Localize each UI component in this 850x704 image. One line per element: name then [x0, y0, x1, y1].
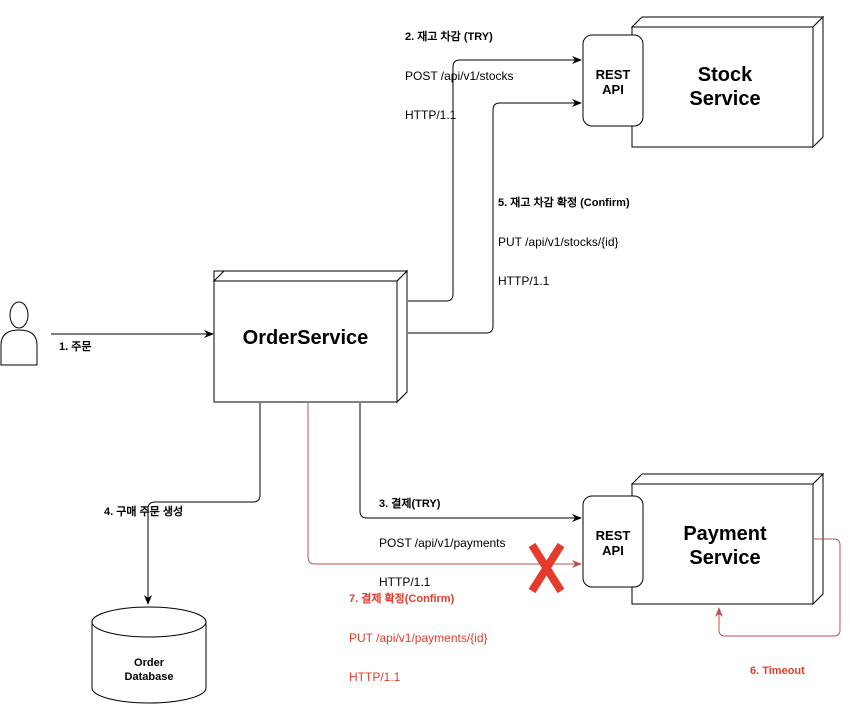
payment-service-box	[630, 472, 825, 606]
create-order-arrow	[144, 403, 261, 605]
order-database-cylinder	[91, 606, 207, 704]
payment-confirm-line1: 7. 결제 확정(Confirm)	[349, 593, 455, 605]
stock-confirm-arrow	[408, 99, 582, 334]
payment-service-title-line2: Service	[689, 547, 761, 569]
payment-rest-api-line1: REST	[595, 528, 631, 543]
order-database-label: Order Database	[92, 656, 206, 684]
order-service-box	[212, 269, 409, 404]
payment-rest-api-box	[582, 495, 644, 588]
stock-rest-api-box	[582, 34, 644, 127]
timeout-label: 6. Timeout	[750, 639, 805, 691]
order-database-line1: Order	[134, 657, 164, 669]
x-mark-icon	[528, 542, 565, 594]
payment-rest-api-line2: API	[602, 543, 624, 558]
stock-service-title-line2: Service	[689, 88, 761, 110]
payment-confirm-label: 7. 결제 확정(Confirm) PUT /api/v1/payments/{…	[349, 567, 488, 697]
payment-try-arrow	[359, 403, 582, 522]
stock-try-line2: POST /api/v1/stocks	[405, 69, 514, 83]
create-order-label: 4. 구매 주문 생성	[104, 480, 183, 532]
stock-rest-api-line2: API	[602, 82, 624, 97]
order-database-line2: Database	[124, 671, 174, 683]
payment-rest-api-label: REST API	[583, 528, 643, 558]
payment-try-line3: HTTP/1.1	[379, 575, 431, 589]
stock-service-box	[630, 15, 825, 149]
stock-confirm-line1: 5. 재고 차감 확정 (Confirm)	[498, 197, 630, 209]
payment-try-line1: 3. 결제(TRY)	[379, 498, 441, 510]
stock-rest-api-line1: REST	[595, 67, 631, 82]
order-label-text: 1. 주문	[59, 341, 92, 353]
stock-confirm-label: 5. 재고 차감 확정 (Confirm) PUT /api/v1/stocks…	[498, 171, 630, 301]
payment-service-title-line1: Payment	[683, 523, 767, 545]
stock-service-title-line1: Stock	[697, 64, 753, 86]
order-service-title: OrderService	[242, 327, 369, 349]
timeout-label-text: 6. Timeout	[750, 665, 805, 677]
stock-confirm-line2: PUT /api/v1/stocks/{id}	[498, 235, 619, 249]
stock-confirm-line3: HTTP/1.1	[498, 274, 550, 288]
stock-try-line3: HTTP/1.1	[405, 108, 457, 122]
stock-try-line1: 2. 재고 차감 (TRY)	[405, 31, 493, 43]
payment-service-title: Payment Service	[650, 522, 800, 570]
order-label: 1. 주문	[59, 315, 91, 367]
stock-try-arrow	[408, 56, 582, 302]
payment-confirm-line3: HTTP/1.1	[349, 670, 401, 684]
payment-try-line2: POST /api/v1/payments	[379, 536, 506, 550]
timeout-arrow	[715, 538, 841, 637]
payment-try-label: 3. 결제(TRY) POST /api/v1/payments HTTP/1.…	[379, 472, 506, 602]
stock-service-title: Stock Service	[655, 63, 795, 111]
stock-try-label: 2. 재고 차감 (TRY) POST /api/v1/stocks HTTP/…	[405, 5, 514, 135]
payment-confirm-arrow	[307, 403, 582, 568]
person-icon	[0, 301, 38, 366]
payment-confirm-line2: PUT /api/v1/payments/{id}	[349, 631, 488, 645]
create-order-label-text: 4. 구매 주문 생성	[104, 506, 184, 518]
stock-rest-api-label: REST API	[583, 67, 643, 97]
